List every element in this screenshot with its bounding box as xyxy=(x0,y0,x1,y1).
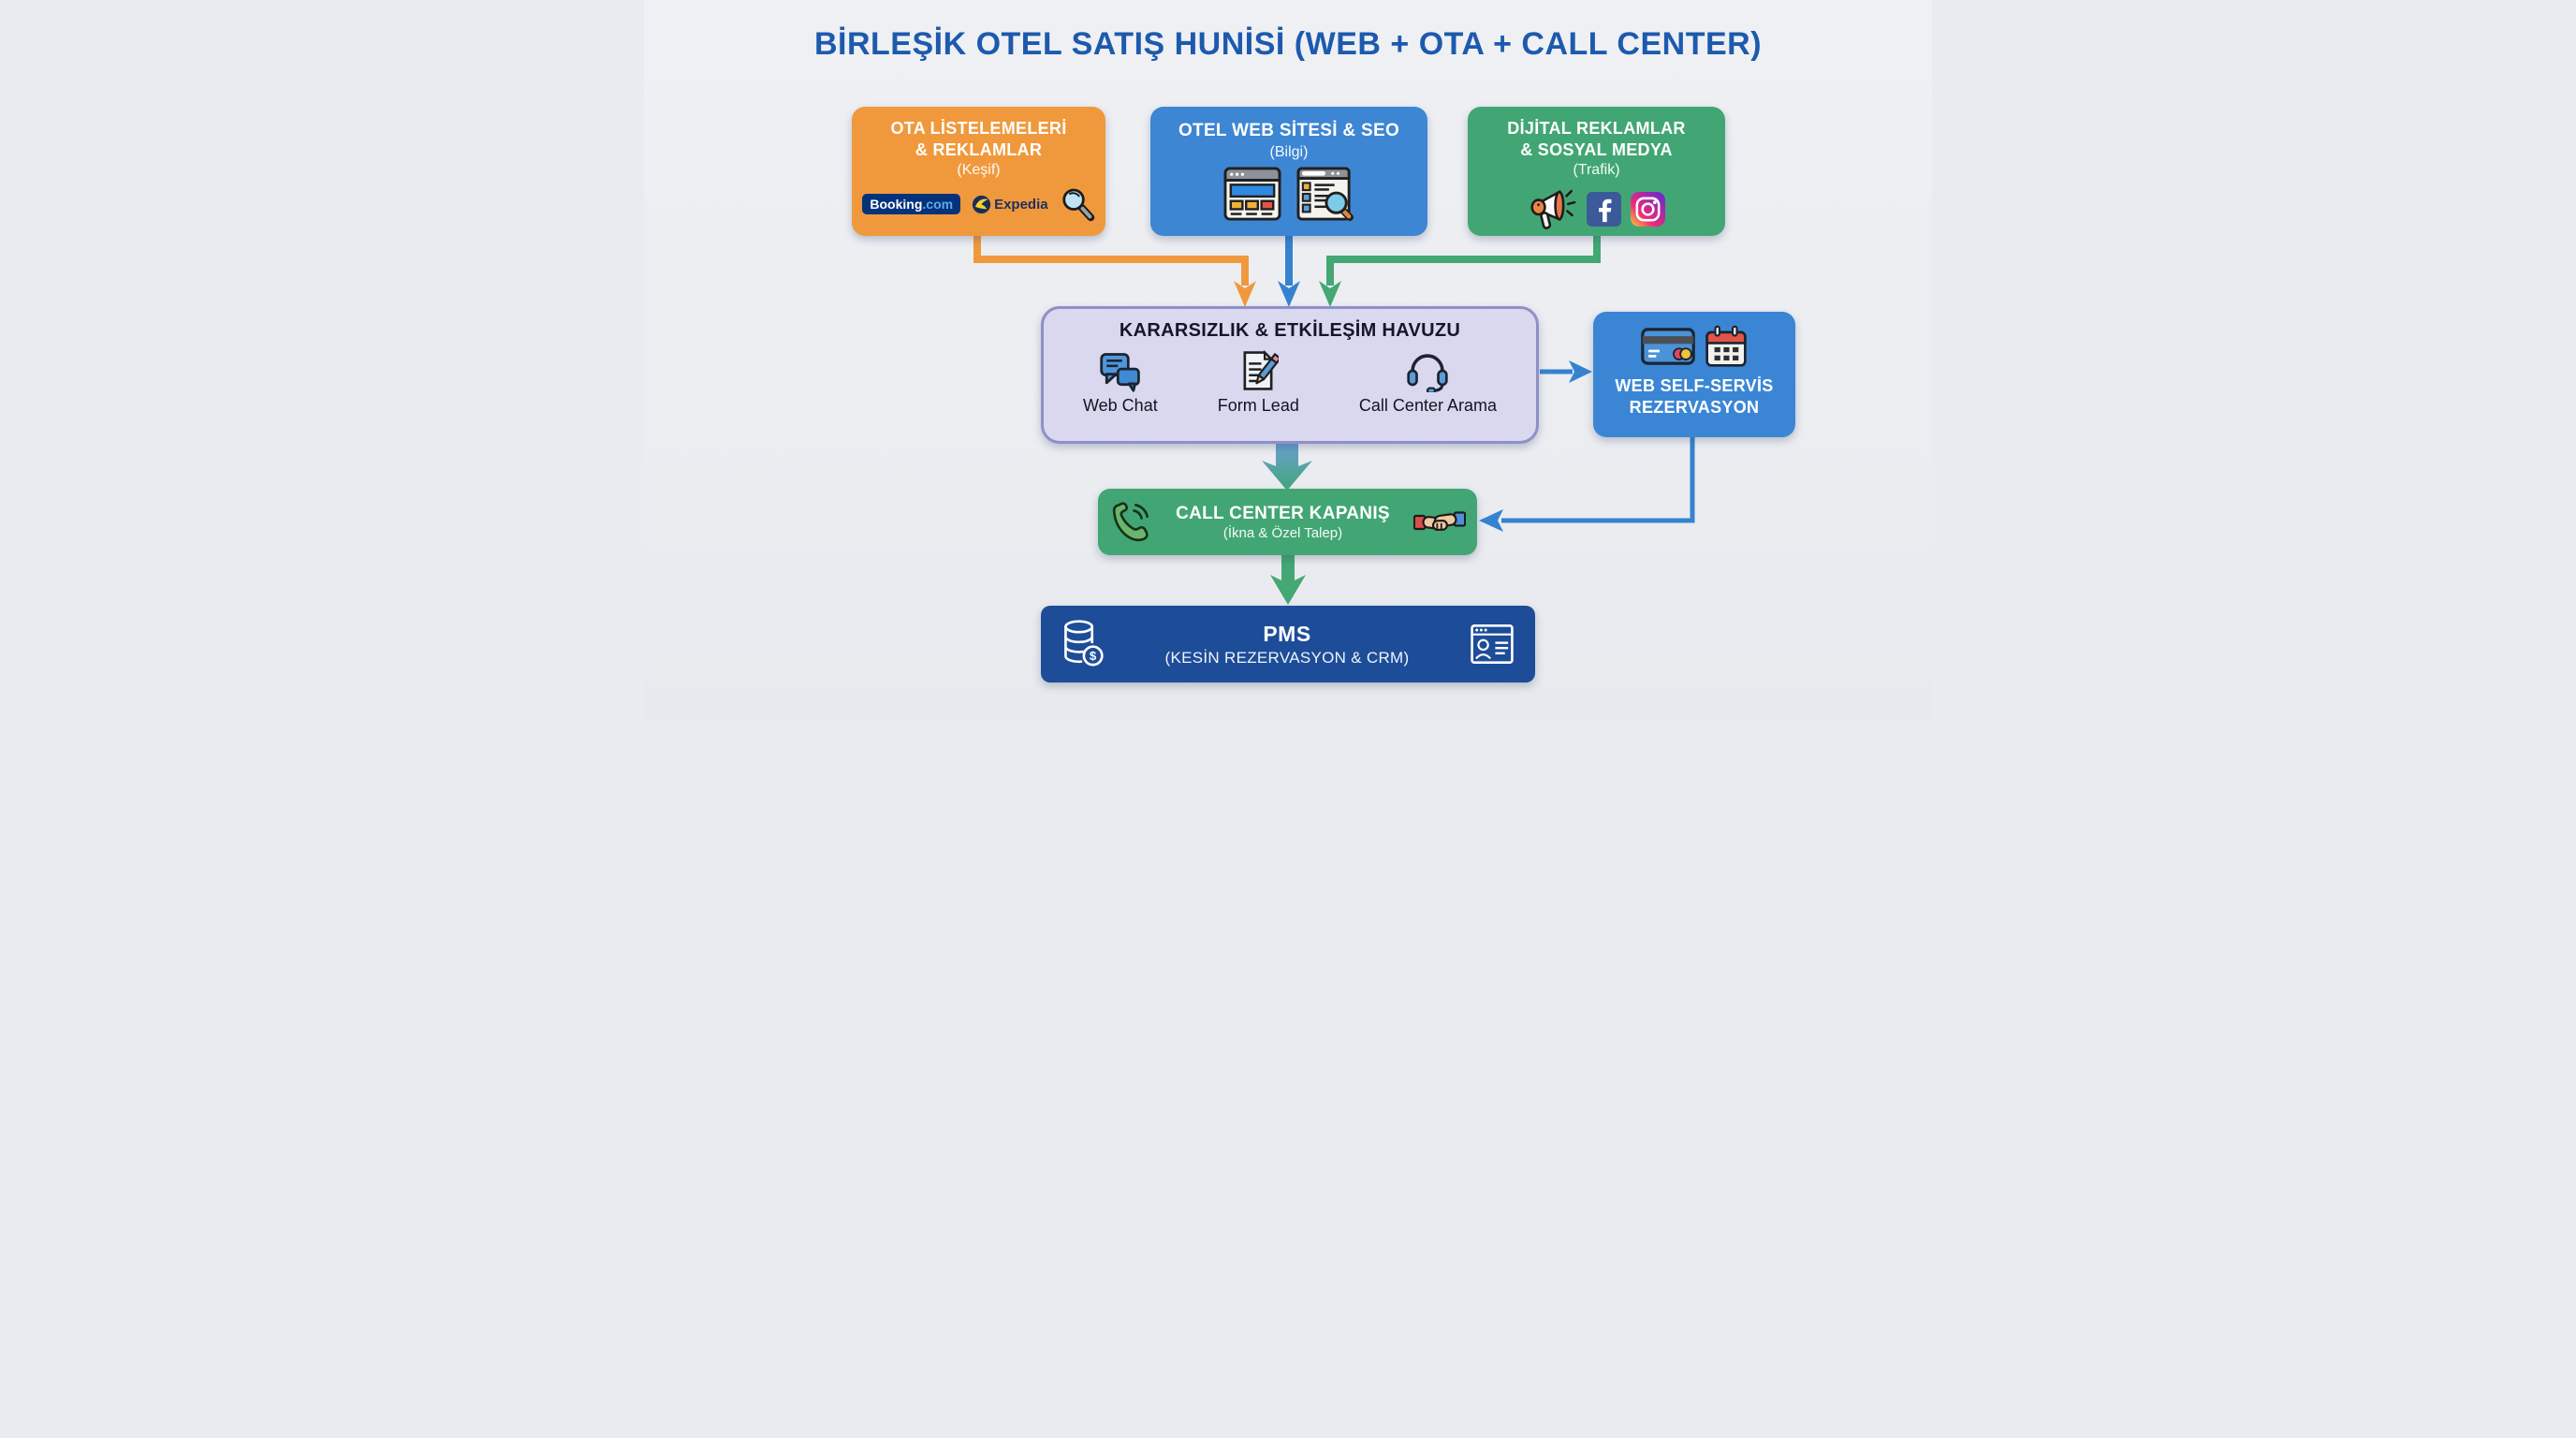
page-title: BİRLEŞİK OTEL SATIŞ HUNİSİ (WEB + OTA + … xyxy=(813,26,1763,62)
website-title: OTEL WEB SİTESİ & SEO xyxy=(1178,121,1400,140)
ota-subtitle: (Keşif) xyxy=(957,162,1001,178)
pms-title: PMS xyxy=(1263,622,1311,647)
arrow-pool-to-selfservice xyxy=(1540,360,1592,383)
instagram-icon xyxy=(1630,191,1665,227)
arrow-ads-to-pool xyxy=(1319,234,1601,307)
facebook-icon xyxy=(1586,191,1621,227)
flow-arrows xyxy=(973,234,1695,605)
megaphone-icon xyxy=(1530,189,1575,229)
call-center-subtitle: (İkna & Özel Talep) xyxy=(1222,525,1343,542)
self-service-title: WEB SELF-SERVİS REZERVASYON xyxy=(1615,376,1774,417)
arrow-selfservice-to-callcenter xyxy=(1479,435,1695,532)
phone-icon xyxy=(1112,501,1149,541)
ota-title: OTA LİSTELEMELERİ & REKLAMLAR xyxy=(890,119,1067,159)
arrow-pool-to-callcenter xyxy=(1262,442,1312,491)
pool-item-label: Call Center Arama xyxy=(1358,396,1497,415)
engagement-pool: KARARSIZLIK & ETKİLEŞİM HAVUZU Web Chat xyxy=(1041,306,1539,444)
arrow-ota-to-pool xyxy=(973,234,1256,307)
box-pms: $ PMS (KESİN REZERVASYON & CRM) xyxy=(1041,606,1535,682)
pool-title: KARARSIZLIK & ETKİLEŞİM HAVUZU xyxy=(1119,320,1461,341)
box-web-self-service: WEB SELF-SERVİS REZERVASYON xyxy=(1593,312,1795,437)
pool-item-label: Web Chat xyxy=(1083,396,1158,415)
credit-card-icon xyxy=(1641,328,1695,365)
expedia-plane-icon xyxy=(972,195,991,213)
infographic-canvas: BİRLEŞİK OTEL SATIŞ HUNİSİ (WEB + OTA + … xyxy=(644,0,1932,719)
seo-page-icon xyxy=(1296,167,1354,221)
browser-icon xyxy=(1223,167,1281,221)
pool-item-label: Form Lead xyxy=(1217,396,1299,415)
handshake-icon xyxy=(1413,510,1466,531)
pool-item-call-center: Call Center Arama xyxy=(1359,349,1497,416)
pms-subtitle: (KESİN REZERVASYON & CRM) xyxy=(1164,648,1410,667)
chat-bubbles-icon xyxy=(1100,353,1140,392)
website-subtitle: (Bilgi) xyxy=(1269,143,1309,160)
box-digital-ads: DİJİTAL REKLAMLAR & SOSYAL MEDYA (Trafik… xyxy=(1468,107,1725,236)
arrow-callcenter-to-pms xyxy=(1270,554,1306,605)
box-call-center-closing: CALL CENTER KAPANIŞ (İkna & Özel Talep) xyxy=(1098,489,1477,555)
svg-text:$: $ xyxy=(1090,649,1097,663)
headset-icon xyxy=(1407,354,1449,392)
expedia-logo: Expedia xyxy=(972,195,1048,214)
box-ota-listings: OTA LİSTELEMELERİ & REKLAMLAR (Keşif) Bo… xyxy=(852,107,1105,236)
pool-item-web-chat: Web Chat xyxy=(1083,349,1158,416)
database-icon: $ xyxy=(1064,620,1104,667)
form-pencil-icon xyxy=(1243,349,1280,390)
magnifier-icon xyxy=(1061,188,1094,222)
arrow-website-to-pool xyxy=(1278,234,1300,307)
call-center-title: CALL CENTER KAPANIŞ xyxy=(1176,503,1390,523)
pool-item-form-lead: Form Lead xyxy=(1218,349,1299,416)
ads-title: DİJİTAL REKLAMLAR & SOSYAL MEDYA xyxy=(1507,119,1686,159)
booking-logo: Booking.com xyxy=(862,194,961,214)
calendar-icon xyxy=(1705,325,1747,367)
box-hotel-website: OTEL WEB SİTESİ & SEO (Bilgi) xyxy=(1150,107,1427,236)
ads-subtitle: (Trafik) xyxy=(1573,162,1620,178)
crm-card-icon xyxy=(1471,624,1514,664)
